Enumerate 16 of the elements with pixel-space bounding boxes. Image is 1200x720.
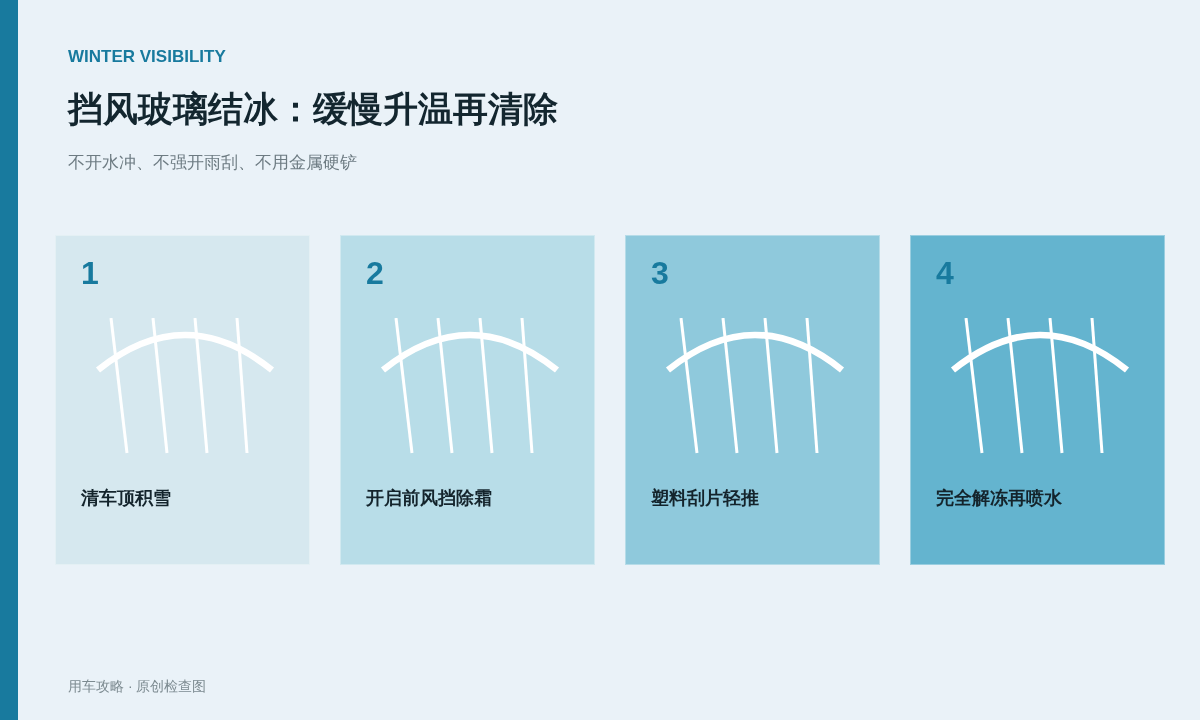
step-label: 塑料刮片轻推 [651,487,759,510]
step-number: 1 [81,254,99,292]
step-label: 开启前风挡除霜 [366,487,492,510]
step-label: 清车顶积雪 [81,487,171,510]
step-number: 2 [366,254,384,292]
footer-note: 用车攻略 · 原创检查图 [68,677,207,696]
step-card [625,235,880,565]
step-card [55,235,310,565]
step-label: 完全解冻再喷水 [936,487,1062,510]
step-card [910,235,1165,565]
step-number: 3 [651,254,669,292]
step-card [340,235,595,565]
eyebrow-heading: WINTER VISIBILITY [68,46,226,68]
title: 挡风玻璃结冰：缓慢升温再清除 [68,88,558,130]
step-number: 4 [936,254,954,292]
subtitle: 不开水冲、不强开雨刮、不用金属硬铲 [68,152,357,174]
